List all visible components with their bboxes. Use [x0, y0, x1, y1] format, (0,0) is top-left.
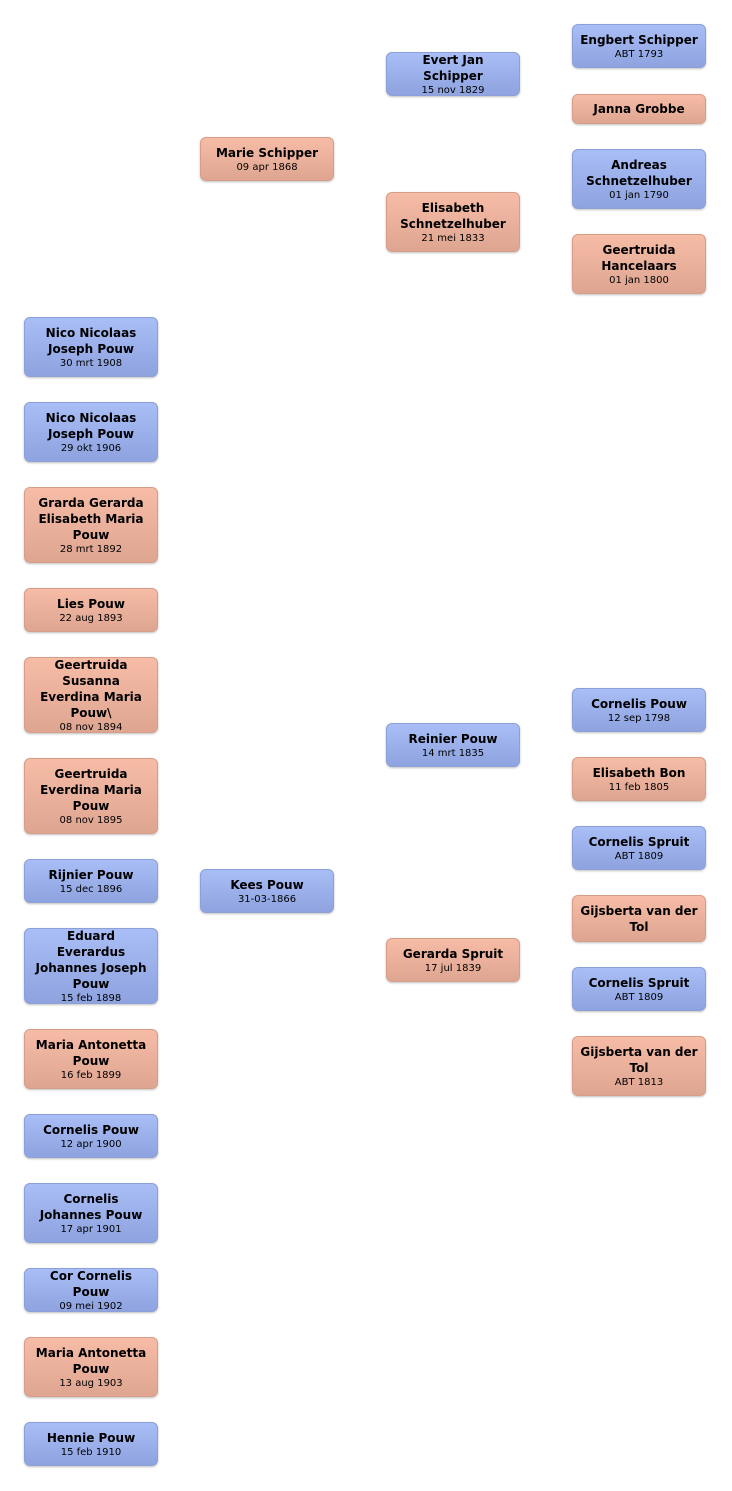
person-date: 13 aug 1903 [59, 1377, 123, 1389]
person-name: Geertruida Hancelaars [601, 242, 677, 273]
person-name: Engbert Schipper [580, 32, 698, 47]
person-date: 15 feb 1910 [60, 1446, 122, 1458]
person-name: Evert Jan Schipper [422, 52, 484, 83]
person-date: 11 feb 1805 [608, 781, 670, 793]
person-name: Geertruida Susanna Everdina Maria Pouw\ [40, 657, 142, 720]
person-date: 09 apr 1868 [236, 161, 298, 173]
person-date: 28 mrt 1892 [59, 543, 123, 555]
person-name: Cornelis Pouw [591, 696, 687, 711]
person-date: 09 mei 1902 [59, 1300, 123, 1312]
person-date: 15 nov 1829 [421, 84, 485, 96]
person-name: Rijnier Pouw [48, 867, 134, 882]
person-name: Cornelis Spruit [588, 975, 690, 990]
person-date: 31-03-1866 [237, 893, 297, 905]
person-date: 12 apr 1900 [60, 1138, 122, 1150]
person-date: ABT 1809 [614, 850, 664, 862]
person-date: ABT 1813 [614, 1076, 664, 1088]
person-name: Gijsberta van der Tol [580, 1044, 698, 1075]
person-date: 12 sep 1798 [607, 712, 671, 724]
person-name: Cor Cornelis Pouw [49, 1268, 133, 1299]
person-name: Marie Schipper [215, 145, 319, 160]
person-name: Nico Nicolaas Joseph Pouw [45, 325, 137, 356]
person-date: 08 nov 1895 [59, 814, 123, 826]
person-date: 22 aug 1893 [59, 612, 123, 624]
person-card-gijsberta-van-der-tol-1[interactable]: Gijsberta van der Tol [572, 895, 706, 942]
person-name: Reinier Pouw [408, 731, 498, 746]
person-name: Eduard Everardus Johannes Joseph Pouw [35, 928, 147, 991]
person-name: Hennie Pouw [46, 1430, 136, 1445]
person-name: Cornelis Johannes Pouw [39, 1191, 143, 1222]
person-name: Cornelis Spruit [588, 834, 690, 849]
person-name: Maria Antonetta Pouw [35, 1037, 147, 1068]
person-name: Geertruida Everdina Maria Pouw [40, 766, 142, 813]
person-name: Kees Pouw [230, 877, 304, 892]
person-date: 17 jul 1839 [424, 962, 482, 974]
person-name: Elisabeth Bon [592, 765, 686, 780]
person-name: Elisabeth Schnetzelhuber [400, 200, 506, 231]
person-date: 01 jan 1790 [609, 189, 669, 201]
person-date: 15 dec 1896 [59, 883, 123, 895]
person-name: Lies Pouw [57, 596, 125, 611]
person-date: 17 apr 1901 [60, 1223, 122, 1235]
person-card-child[interactable]: Geertruida Susanna Everdina Maria Pouw\0… [24, 657, 158, 733]
person-name: Gerarda Spruit [402, 946, 504, 961]
person-date: 01 jan 1800 [609, 274, 669, 286]
person-date: 14 mrt 1835 [421, 747, 485, 759]
person-name: Cornelis Pouw [43, 1122, 139, 1137]
person-name: Andreas Schnetzelhuber [586, 157, 692, 188]
person-date: 29 okt 1906 [60, 442, 122, 454]
person-date: ABT 1793 [614, 48, 664, 60]
person-name: Grarda Gerarda Elisabeth Maria Pouw [38, 495, 144, 542]
person-date: ABT 1809 [614, 991, 664, 1003]
person-name: Gijsberta van der Tol [580, 903, 698, 934]
person-name: Maria Antonetta Pouw [35, 1345, 147, 1376]
person-name: Nico Nicolaas Joseph Pouw [45, 410, 137, 441]
person-date: 30 mrt 1908 [59, 357, 123, 369]
person-name: Janna Grobbe [593, 102, 685, 116]
person-date: 21 mei 1833 [421, 232, 485, 244]
person-date: 08 nov 1894 [59, 721, 123, 733]
person-card-janna-grobbe[interactable]: Janna Grobbe [572, 94, 706, 124]
person-date: 16 feb 1899 [60, 1069, 122, 1081]
person-date: 15 feb 1898 [60, 992, 122, 1004]
